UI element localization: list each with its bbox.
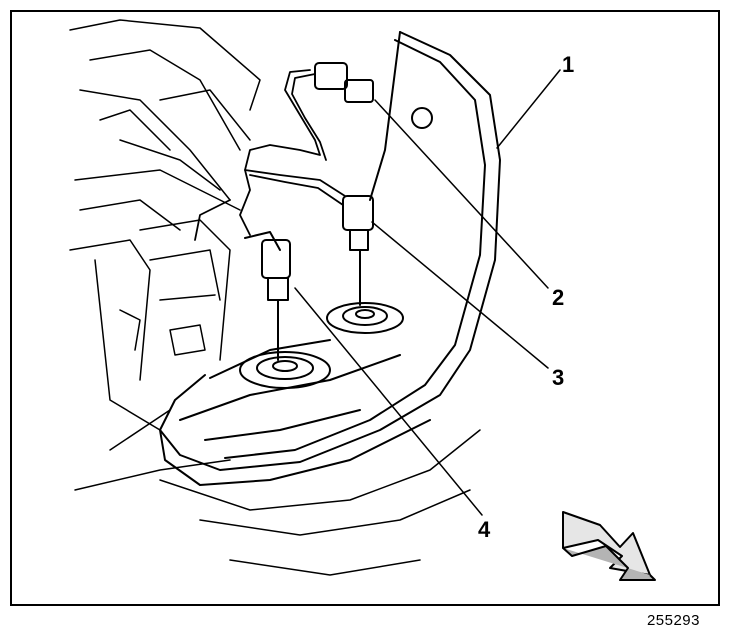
direction-arrow-icon <box>562 511 656 581</box>
bulb-3 <box>342 195 374 306</box>
callout-2: 2 <box>552 285 564 310</box>
wiring-harness <box>194 69 346 241</box>
callout-4: 4 <box>478 517 491 542</box>
high-beam-socket <box>326 302 404 334</box>
engine-bay-structure <box>69 19 261 491</box>
callout-leaders <box>294 69 561 516</box>
callout-1: 1 <box>562 52 574 77</box>
bulb-2 <box>314 62 433 129</box>
figure-number: 255293 <box>646 612 700 629</box>
low-beam-socket <box>239 351 331 389</box>
front-bumper <box>159 429 481 576</box>
bulb-4 <box>244 231 291 361</box>
callout-3: 3 <box>552 365 564 390</box>
